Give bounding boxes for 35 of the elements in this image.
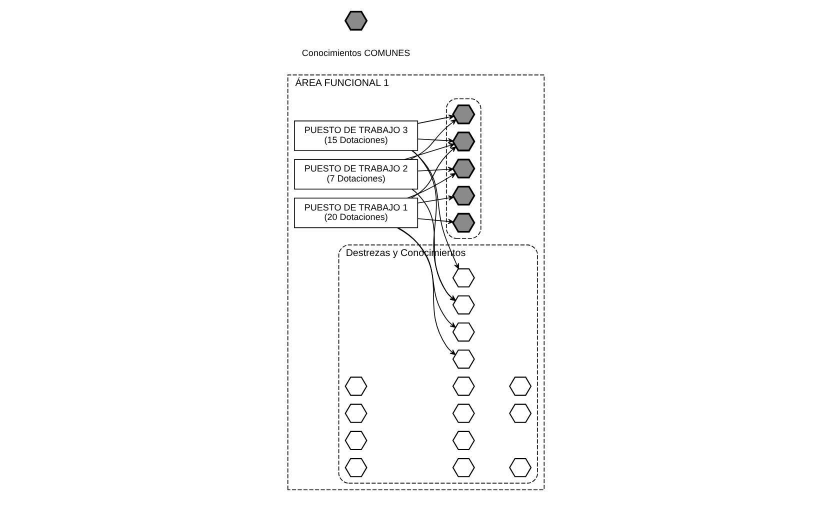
node-hexagon xyxy=(344,458,367,478)
node-hexagon xyxy=(344,430,367,450)
node-hexagon xyxy=(452,212,475,233)
node-hexagon xyxy=(452,322,474,342)
node-hexagon xyxy=(452,458,474,478)
node-hexagon xyxy=(452,430,474,450)
node-hexagon xyxy=(452,350,474,369)
node-hexagon xyxy=(452,186,475,206)
node-hexagon xyxy=(508,458,532,478)
node-hexagon xyxy=(452,404,474,423)
legend-label: Conocimientos COMUNES xyxy=(301,48,410,58)
node-hexagon xyxy=(344,404,367,423)
arrow xyxy=(410,150,458,269)
node-hexagon xyxy=(452,104,475,124)
node-hexagon xyxy=(344,376,367,396)
arrow xyxy=(416,114,454,124)
node-hexagon xyxy=(344,10,368,31)
node-hexagon xyxy=(452,376,474,396)
arrow xyxy=(416,218,454,224)
node-hexagon xyxy=(452,132,475,152)
arrow xyxy=(416,166,454,172)
node-hexagon xyxy=(452,158,475,178)
arrow xyxy=(416,138,454,144)
arrow xyxy=(410,146,456,199)
node-box: PUESTO DE TRABAJO 2 (7 Dotaciones) xyxy=(294,159,418,190)
node-hexagon xyxy=(508,376,532,396)
arrow xyxy=(409,119,456,160)
arrow xyxy=(416,195,454,204)
node-hexagon xyxy=(452,295,474,314)
node-box: PUESTO DE TRABAJO 1 (20 Dotaciones) xyxy=(294,198,418,228)
node-hexagon xyxy=(452,268,474,288)
node-box: PUESTO DE TRABAJO 3 (15 Dotaciones) xyxy=(294,120,418,151)
arrow xyxy=(406,173,456,198)
node-hexagon xyxy=(508,404,532,423)
arrow xyxy=(404,143,454,160)
